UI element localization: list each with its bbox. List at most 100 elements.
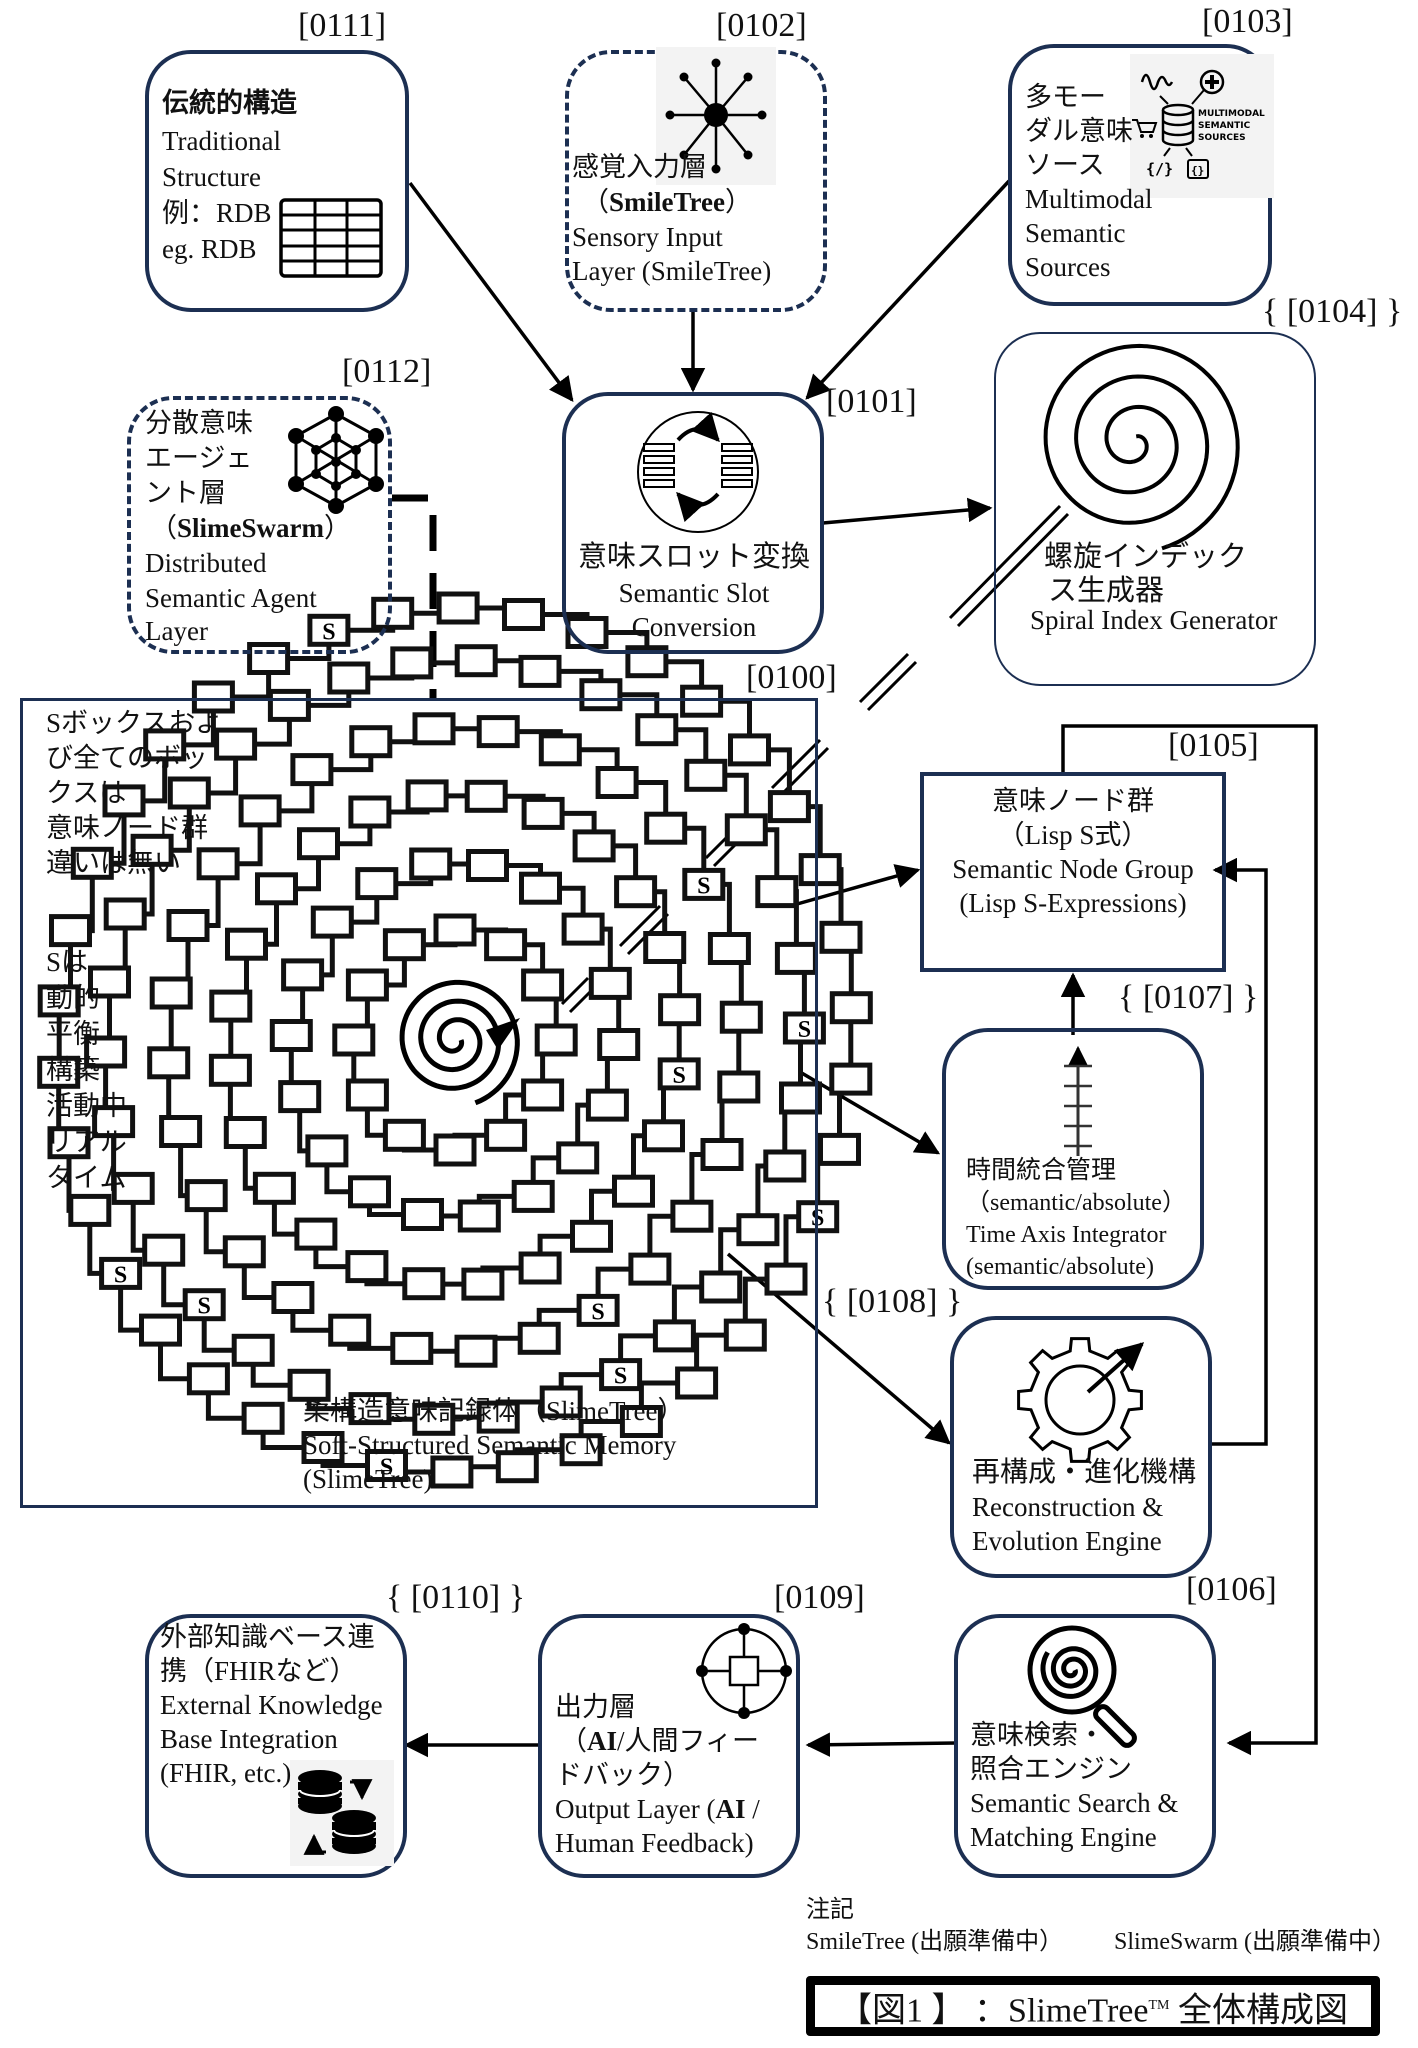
traditional-structure-node[interactable] [145, 50, 409, 312]
icon-caption-line-2: SEMANTIC [1198, 121, 1251, 131]
semantic-node-box [231, 1333, 275, 1367]
output-title-ja-1: 出力層 [555, 1692, 636, 1722]
semantic-node-box [657, 1057, 701, 1091]
slime-swarm-node[interactable] [127, 396, 392, 654]
semantic-node-box [502, 598, 545, 631]
semantic-search-engine-node[interactable] [954, 1614, 1216, 1878]
semantic-node-box [466, 849, 509, 882]
semantic-node-box [675, 1366, 719, 1400]
search-title-en-1: Semantic Search & [970, 1788, 1179, 1818]
semantic-node-box [628, 1252, 672, 1286]
semantic-node-box [307, 613, 351, 647]
semantic-node-box [47, 1126, 91, 1160]
semantic-node-box [798, 853, 842, 887]
s-node-label: S [322, 619, 335, 645]
gear-arrow-icon [1017, 1337, 1145, 1463]
semantic-node-box [332, 1023, 376, 1057]
semantic-node-box [310, 905, 354, 939]
semantic-node-box [111, 1171, 155, 1205]
semantic-node-box [159, 1115, 203, 1148]
traditional-title-en-2: Structure [162, 162, 261, 192]
sensory-title-en-1: Sensory Input [572, 222, 723, 252]
semantic-node-box [365, 1449, 408, 1482]
semantic-node-box [182, 1288, 226, 1322]
semantic-node-box [819, 920, 863, 954]
output-layer-node[interactable] [538, 1614, 800, 1878]
semantic-node-box [252, 1171, 296, 1205]
semantic-node-box [614, 875, 658, 909]
search-title-ja-1: 意味検索・ [970, 1720, 1105, 1750]
arrow-traditional-to-slot [408, 181, 574, 402]
circle-hub-icon [696, 1623, 792, 1719]
ref-0112: [0112] [342, 353, 432, 390]
ref-0102: [0102] [716, 7, 807, 44]
svg-text:{}: {} [1191, 164, 1204, 177]
semantic-node-box [595, 766, 639, 799]
semantic-node-box [412, 1402, 456, 1436]
semantic-node-box [518, 654, 562, 688]
semantic-node-box [597, 1028, 641, 1061]
semantic-node-box [88, 965, 131, 999]
semantic-node-box [223, 1116, 267, 1149]
slot-title-en-1: Semantic Slot [618, 578, 770, 608]
semantic-node-group-node[interactable] [920, 772, 1226, 972]
swarm-title-en-2: Semantic Agent [145, 583, 317, 613]
semantic-slot-conversion-node[interactable] [562, 392, 824, 654]
semantic-node-box [247, 642, 291, 675]
time-title-en-1: Time Axis Integrator [966, 1222, 1167, 1248]
external-knowledge-base-node[interactable] [145, 1614, 407, 1878]
reconstruction-engine-node[interactable] [950, 1316, 1212, 1578]
semantic-node-box [454, 1334, 498, 1368]
connectors [392, 179, 1318, 1758]
memory-title-ja: 柔構造意味記録体（SlimeTree） [303, 1396, 685, 1426]
slimetree-memory-container[interactable] [20, 698, 818, 1508]
semantic-node-box [139, 1313, 182, 1347]
ref-0105: [0105] [1168, 727, 1259, 764]
semantic-node-box [149, 976, 193, 1010]
semantic-node-box [328, 1313, 372, 1347]
semantic-node-box [556, 1141, 600, 1175]
semantic-node-box [166, 909, 210, 942]
semantic-node-box [401, 1198, 444, 1231]
semantic-node-box [538, 733, 582, 767]
semantic-node-box [464, 779, 508, 813]
ref-0103: [0103] [1202, 3, 1293, 40]
memory-title-en-2: (SlimeTree) [303, 1464, 433, 1494]
node-group-title-ja: 意味ノード群 [992, 786, 1154, 816]
semantic-node-box [390, 646, 434, 680]
semantic-node-box [707, 932, 751, 965]
reconstruction-title-en-1: Reconstruction & [972, 1492, 1164, 1522]
index-spiral-line [1043, 343, 1240, 551]
swarm-brand-name: SlimeSwarm [177, 513, 324, 543]
arrow-slot-to-spiral-index [822, 497, 993, 525]
loop-node-group-to-search [1061, 724, 1318, 1756]
semantic-node-box [728, 733, 771, 767]
output-title-en-2: Human Feedback) [555, 1828, 754, 1858]
notes-heading: 注記 [806, 1897, 854, 1923]
semantic-node-box [222, 1235, 266, 1269]
semantic-node-box [281, 958, 325, 992]
icon-caption-line-1: MULTIMODAL [1198, 109, 1265, 119]
semantic-node-box [700, 1138, 744, 1171]
semantic-node-box [290, 753, 334, 787]
semantic-node-box [585, 1088, 629, 1122]
semantic-node-box [521, 1078, 565, 1112]
semantic-node-box [241, 1401, 285, 1435]
sensory-title-en-2: Layer (SmileTree) [572, 256, 772, 286]
figure-caption: 【図1 】 ：SlimeTreeTM 全体構成図 [806, 1976, 1380, 2036]
semantic-node-box [763, 1149, 807, 1183]
time-axis-integrator-node[interactable] [942, 1028, 1204, 1290]
multimodal-title-ja-1: 多モー [1025, 82, 1106, 112]
semantic-node-box [409, 847, 453, 881]
semantic-node-box [518, 1251, 562, 1285]
caption-trademark: TM [1148, 1998, 1170, 2013]
external-title-ja-2: 携（FHIRなど） [160, 1656, 357, 1686]
semantic-node-box [382, 1118, 426, 1152]
semantic-node-box [433, 1133, 477, 1167]
memory-title-en-1: Soft-Structured Semantic Memory [303, 1430, 677, 1460]
semantic-node-box [70, 846, 114, 880]
semantic-node-box [576, 1293, 620, 1327]
semantic-node-box [99, 1256, 143, 1290]
spiral-index-generator-node[interactable] [994, 332, 1316, 686]
